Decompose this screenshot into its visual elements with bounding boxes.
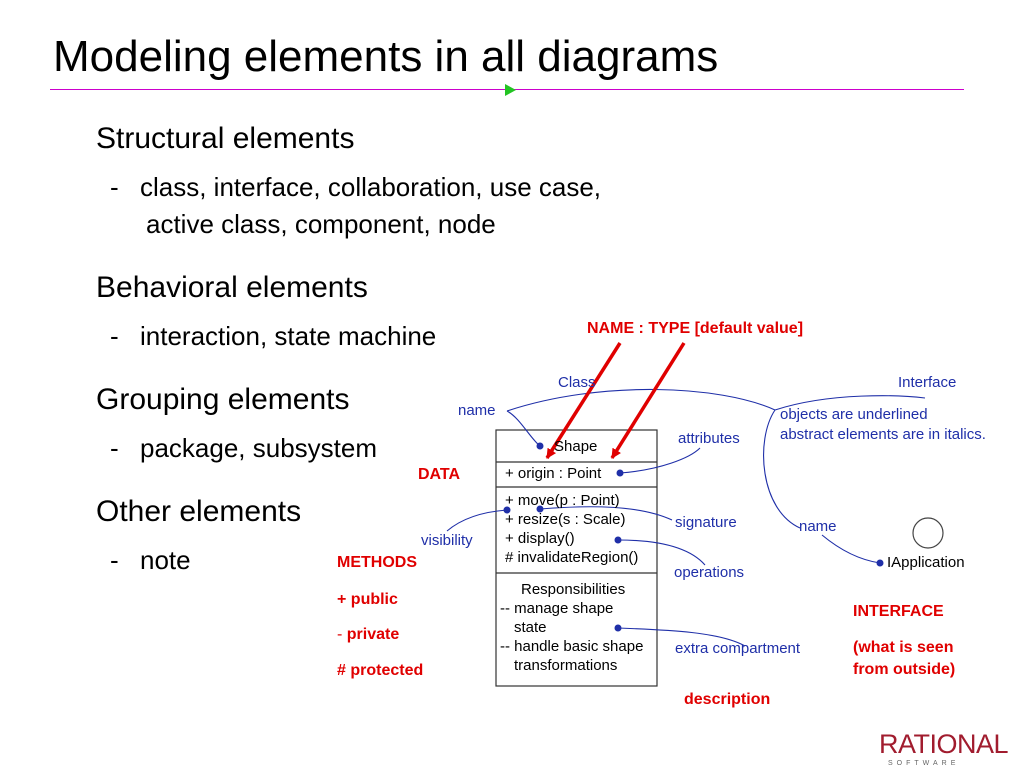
label-methods: METHODS [337,554,417,571]
label-private: - private [337,625,399,645]
label-interface-desc-2: from outside) [853,661,956,678]
label-extra-compartment: extra compartment [675,640,801,657]
bullet-dash: - [110,172,119,202]
label-interface-heading: INTERFACE [853,603,944,620]
play-marker-icon [505,84,516,96]
label-protected: # protected [337,662,424,679]
responsibility-line: transformations [514,657,618,674]
label-operations: operations [674,564,745,581]
leader-class-arc [774,395,926,411]
heading-grouping: Grouping elements [96,383,350,416]
rational-logo: RATIONAL [878,729,1009,759]
bullet-dash: - [110,545,119,575]
label-private-dash: - [337,626,343,643]
responsibility-line: -- manage shape [500,600,614,617]
label-class: Class [558,374,596,391]
red-arrow-2 [610,342,686,459]
class-box [495,429,658,687]
bullet-structural-line-1: class, interface, collaboration, use cas… [140,172,602,202]
bullet-behavioral: interaction, state machine [140,321,437,351]
label-attributes: attributes [678,430,740,447]
leader-attributes [619,447,701,474]
class-operation: + move(p : Point) [505,492,620,509]
label-interface: Interface [898,374,957,391]
label-signature: signature [675,514,737,531]
bullet-dash: - [110,321,119,351]
class-operation: # invalidateRegion() [505,549,639,566]
label-description: description [684,691,771,708]
bullet-structural-line-2: active class, component, node [146,209,496,239]
interface-name: IApplication [887,554,965,571]
slide-title: Modeling elements in all diagrams [53,32,719,81]
bullet-other: note [140,545,191,575]
label-private-text: private [346,626,400,643]
label-objects-underlined: objects are underlined [780,406,928,423]
label-visibility: visibility [421,532,473,549]
label-public: + public [337,591,398,608]
leader-visibility [446,509,508,532]
responsibilities-title: Responsibilities [521,581,626,598]
label-interface-desc-1: (what is seen [853,639,954,656]
label-name-right: name [799,518,837,535]
label-name-type: NAME : TYPE [default value] [587,320,804,337]
leader-interface-down [763,409,801,529]
leader-name-right [821,534,881,564]
label-name-left: name [458,402,496,419]
class-operation: + resize(s : Scale) [505,511,626,528]
label-abstract-italics: abstract elements are in italics. [780,426,986,443]
leader-extra [617,627,746,647]
class-name-shape: Shape [554,438,598,455]
label-data: DATA [418,466,461,483]
bullet-dash: - [110,433,119,463]
leader-dots [503,442,884,632]
responsibility-line: state [514,619,547,636]
heading-other: Other elements [96,495,302,528]
responsibility-line: -- handle basic shape [500,638,644,655]
leader-name-to-class [506,388,776,412]
heading-structural: Structural elements [96,122,355,155]
bullet-grouping: package, subsystem [140,433,378,463]
leader-operations [617,539,706,566]
leader-signature [539,506,673,521]
class-attribute: + origin : Point [505,465,602,482]
heading-behavioral: Behavioral elements [96,271,368,304]
class-operation: + display() [505,530,575,547]
red-arrow-1 [545,342,622,459]
interface-circle-icon [912,517,944,549]
rational-logo-subtext: SOFTWARE [888,760,960,767]
